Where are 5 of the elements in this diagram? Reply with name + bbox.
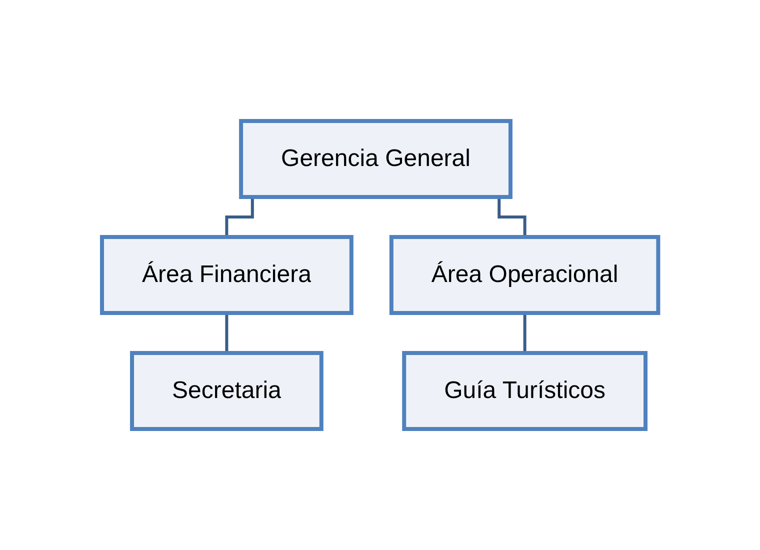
- node-box: Guía Turísticos: [402, 351, 648, 431]
- node-box: Área Financiera: [100, 235, 354, 315]
- node-box: Secretaria: [130, 351, 324, 431]
- node-box: Gerencia General: [238, 119, 512, 199]
- node-box: Área Operacional: [389, 235, 660, 315]
